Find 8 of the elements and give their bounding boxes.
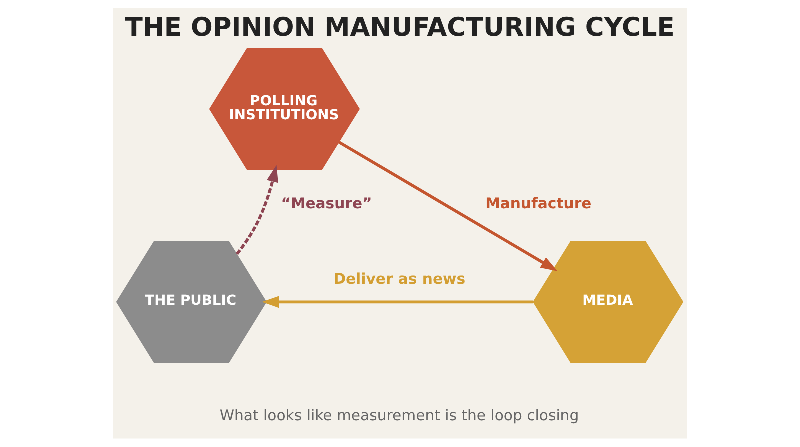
arrow (262, 296, 534, 308)
arrow (236, 165, 278, 256)
edge-label: Deliver as news (334, 270, 466, 288)
diagram-title: THE OPINION MANUFACTURING CYCLE (125, 12, 675, 43)
arrow (338, 141, 558, 272)
caption: What looks like measurement is the loop closing (220, 407, 580, 424)
edge-label: “Measure” (281, 196, 372, 213)
edge-label: Manufacture (486, 196, 592, 213)
